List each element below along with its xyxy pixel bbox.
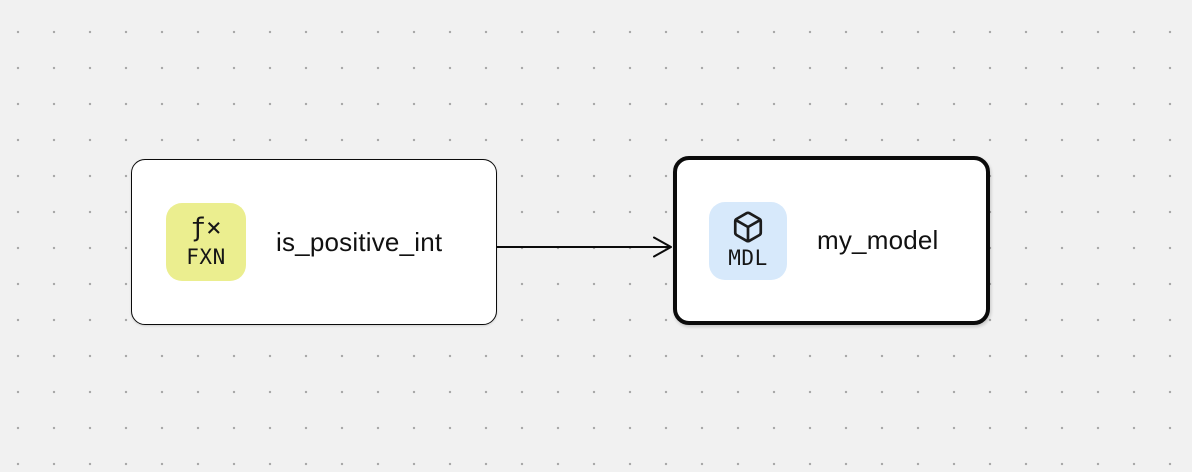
arrowhead-icon [653, 236, 672, 258]
node-label: my_model [817, 225, 939, 255]
model-badge: MDL [709, 201, 787, 280]
node-label: is_positive_int [276, 226, 443, 257]
model-badge-code: MDL [728, 245, 768, 270]
node-is-positive-int[interactable]: ƒ× FXN is_positive_int [131, 159, 497, 325]
function-badge: ƒ× FXN [166, 203, 246, 281]
function-badge-code: FXN [186, 244, 226, 269]
function-icon: ƒ× [190, 212, 222, 243]
node-my-model[interactable]: MDL my_model [673, 156, 990, 325]
box-icon [733, 211, 763, 243]
